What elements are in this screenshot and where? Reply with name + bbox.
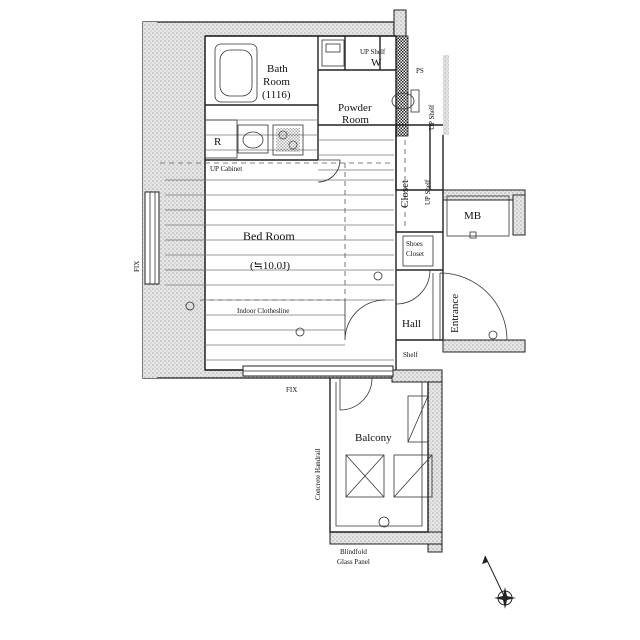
bottom-window [242, 365, 394, 377]
label-hall: Hall [402, 318, 421, 330]
label-up-shelf-top: UP Shelf [360, 48, 386, 56]
sink-icon [237, 124, 269, 154]
ac-unit-icon [185, 271, 498, 340]
exterior-walls [142, 9, 526, 553]
label-balcony: Balcony [355, 432, 392, 444]
label-bath: Bath [267, 63, 288, 75]
label-powder-room: Room [342, 114, 369, 126]
label-bed-room: Bed Room [243, 229, 295, 243]
stove-icon [272, 124, 304, 156]
label-shoes-closet: Closet [406, 250, 424, 258]
label-up-shelf-closet: UP Shelf [424, 179, 432, 205]
label-up-cabinet: UP Cabinet [210, 165, 242, 173]
label-fix-bottom: FIX [286, 386, 297, 394]
mb-marker [469, 231, 477, 239]
toilet-icon [391, 89, 420, 113]
label-up-shelf-right: UP Shelf [428, 104, 436, 130]
compass-icon [482, 555, 516, 609]
refrigerator-space [204, 119, 238, 159]
label-fix-left: FIX [133, 261, 141, 272]
label-bath-room: Room [263, 76, 290, 88]
label-washer: W [371, 57, 382, 69]
floor-boards [165, 119, 394, 361]
shoes-closet-box [402, 235, 434, 267]
label-shoes: Shoes [406, 240, 423, 248]
label-closet: Closet [399, 180, 411, 208]
label-shelf: Shelf [403, 351, 418, 359]
label-powder: Powder [338, 102, 372, 114]
bathtub-icon [214, 43, 258, 103]
label-bed-size: (≒10.0J) [250, 260, 290, 272]
label-concrete-handrail: Concrete Handrail [314, 448, 322, 500]
label-mb: MB [464, 210, 481, 222]
left-window [144, 191, 160, 285]
label-indoor-clothesline: Indoor Clothesline [237, 307, 289, 315]
mb-box [446, 195, 510, 237]
label-glass-panel: Glass Panel [337, 558, 370, 566]
balcony-area [329, 378, 433, 533]
label-blindfold: Blindfold [340, 548, 367, 556]
washer-icon [321, 39, 345, 67]
doors [317, 159, 508, 411]
label-ps: PS [416, 67, 424, 75]
label-refrigerator: R [214, 136, 222, 148]
label-bath-size: (1116) [262, 89, 291, 101]
label-entrance: Entrance [449, 294, 461, 333]
